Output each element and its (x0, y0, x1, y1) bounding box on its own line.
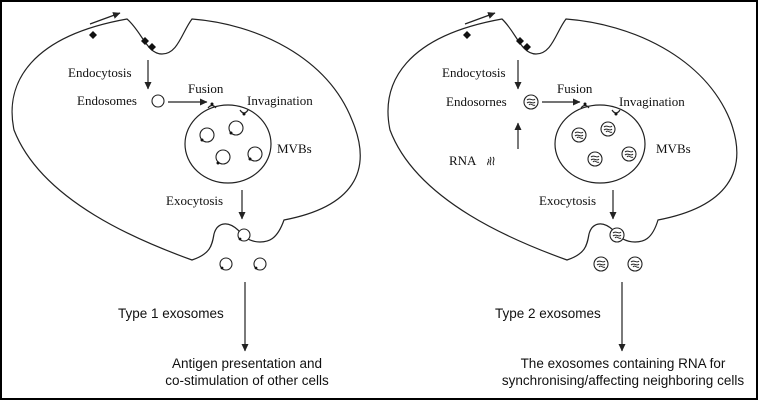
left-intraluminal-vesicles (199, 120, 263, 165)
right-membrane-receptors (463, 31, 531, 51)
right-cell-membrane (387, 18, 738, 261)
left-released-exosomes (219, 228, 267, 271)
left-mvbs-label: MVBs (277, 141, 312, 156)
left-membrane-receptors (89, 31, 156, 51)
right-released-exosomes (593, 227, 643, 272)
left-outcome-line1: Antigen presentation and (172, 356, 322, 371)
left-exosome-type-label: Type 1 exosomes (118, 306, 224, 321)
left-endosomes-label: Endosomes (77, 93, 137, 108)
right-invagination-label: Invagination (619, 94, 685, 109)
right-endocytosis-label: Endocytosis (442, 65, 506, 80)
right-fusion-label: Fusion (557, 81, 593, 96)
right-rna-glyph (487, 156, 495, 166)
left-mvb-invagination (239, 109, 249, 116)
right-intraluminal-vesicles-with-rna (571, 121, 637, 167)
right-outcome-line2: synchronising/affecting neighboring cell… (502, 373, 744, 388)
left-exocytosis-label: Exocytosis (166, 193, 223, 208)
left-entry-arrow (89, 12, 121, 25)
left-fusion-label: Fusion (188, 81, 224, 96)
right-mvb (554, 104, 646, 184)
right-exocytosis-label: Exocytosis (539, 193, 596, 208)
left-mvb (184, 104, 272, 184)
right-exosome-type-label: Type 2 exosomes (495, 306, 601, 321)
right-mvb-invagination (611, 109, 621, 116)
right-panel: Endocytosis Endosornes Fusion Invaginati… (387, 12, 744, 388)
right-mvbs-label: MVBs (656, 141, 691, 156)
right-outcome-line1: The exosomes containing RNA for (521, 356, 726, 371)
right-rna-label: RNA (449, 153, 477, 168)
left-outcome-line2: co-stimulation of other cells (165, 373, 329, 388)
right-mvb-fusion-point (580, 102, 590, 109)
left-cell-membrane (11, 18, 361, 261)
right-endosomes-label: Endosornes (446, 94, 507, 109)
left-panel: Endocytosis Endosomes Fusion Invaginatio… (11, 12, 361, 388)
left-mvb-fusion-point (207, 102, 217, 109)
left-invagination-label: Invagination (247, 93, 313, 108)
right-entry-arrow (464, 12, 496, 25)
left-endosome (151, 94, 165, 108)
left-endocytosis-label: Endocytosis (68, 65, 132, 80)
right-endosome-with-rna (523, 94, 539, 110)
